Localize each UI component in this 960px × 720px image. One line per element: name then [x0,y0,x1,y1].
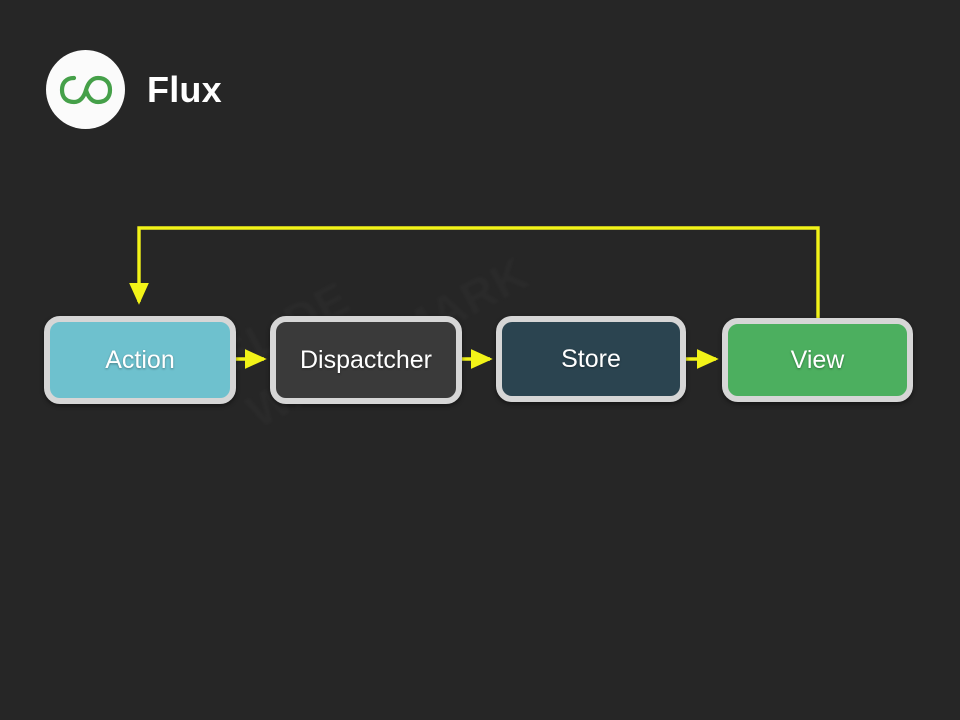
flow-node-store-label: Store [561,344,621,373]
flow-node-view-label: View [790,345,845,374]
flow-node-dispatcher-label: Dispactcher [300,345,432,374]
flow-node-store[interactable]: Store [496,316,686,402]
brand-title: Flux [147,68,222,110]
flow-node-action-label: Action [105,345,175,374]
infinity-loop-icon [46,50,125,129]
brand-header: Flux [46,50,222,129]
flow-node-view[interactable]: View [722,318,913,402]
flow-node-dispatcher[interactable]: Dispactcher [270,316,462,404]
flow-node-action[interactable]: Action [44,316,236,404]
edge-view-to-action-feedback [129,226,820,320]
